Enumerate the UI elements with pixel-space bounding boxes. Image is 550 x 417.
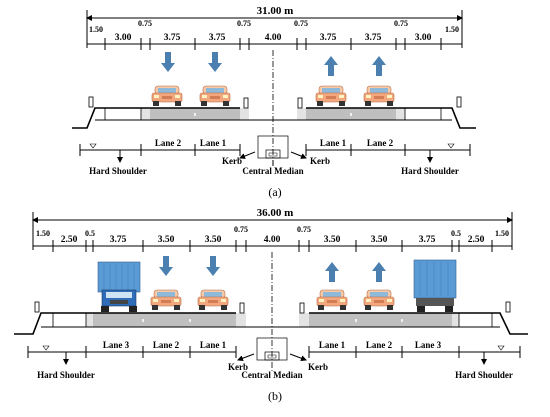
panel-b: 36.00 m 1.50 2.50 0.5 3.75 3.50 3.50 0.7… — [14, 207, 528, 403]
dim-b-5: 3.50 — [205, 235, 222, 245]
dim-b-4: 3.50 — [158, 235, 175, 245]
hard-shoulder-right-a: Hard Shoulder — [401, 166, 459, 176]
dim-ticks-a — [104, 38, 442, 50]
lane-label-b-r2: Lane 2 — [366, 340, 393, 350]
hard-shoulder-right-b: Hard Shoulder — [455, 370, 513, 380]
lane-arrow-icon — [206, 256, 220, 276]
dim-b-7: 4.00 — [264, 235, 281, 245]
truck-icon — [97, 261, 141, 312]
hard-shoulder-left-a: Hard Shoulder — [89, 166, 147, 176]
lane-label-b-l1: Lane 1 — [200, 340, 227, 350]
lane-label-a-r2: Lane 2 — [367, 138, 394, 148]
dim-a-7: 0.75 — [294, 19, 308, 28]
lane-label-b-l2: Lane 2 — [153, 340, 180, 350]
panel-a: 31.00 m 1.50 3.00 0.75 3.75 3.75 0.75 4.… — [72, 5, 476, 199]
dim-b-6: 0.75 — [234, 225, 248, 234]
car-icon — [363, 85, 395, 107]
dim-a-8: 3.75 — [320, 33, 337, 43]
lane-label-a-l2: Lane 2 — [155, 138, 182, 148]
dim-a-12: 1.50 — [445, 25, 459, 34]
dim-b-2: 0.5 — [85, 229, 95, 238]
kerb-left-a: Kerb — [222, 156, 242, 166]
dim-a-3: 3.75 — [164, 33, 181, 43]
dim-a-2: 0.75 — [138, 19, 152, 28]
lane-label-b-r3: Lane 3 — [415, 340, 442, 350]
dim-b-9: 3.50 — [324, 235, 341, 245]
lane-arrow-icon — [159, 256, 173, 276]
dim-b-13: 2.50 — [468, 235, 485, 245]
total-width-b: 36.00 m — [257, 207, 294, 219]
dim-b-1: 2.50 — [61, 235, 78, 245]
lane-arrow-icon — [372, 56, 386, 76]
dim-b-11: 3.75 — [419, 235, 436, 245]
dim-a-4: 3.75 — [209, 33, 226, 43]
car-icon — [315, 85, 347, 107]
car-icon — [199, 85, 231, 107]
lane-arrow-icon — [325, 262, 339, 282]
lane-label-a-l1: Lane 1 — [200, 138, 227, 148]
dim-a-6: 4.00 — [265, 33, 282, 43]
dim-b-8: 0.75 — [297, 225, 311, 234]
dim-b-14: 1.50 — [495, 229, 509, 238]
carriageway-left-b — [93, 313, 236, 327]
dim-ticks-b — [52, 240, 493, 252]
dim-b-12: 0.5 — [451, 229, 461, 238]
dim-a-9: 3.75 — [365, 33, 382, 43]
median-label-a: Central Median — [242, 166, 303, 176]
lane-label-b-r1: Lane 1 — [319, 340, 346, 350]
dim-b-0: 1.50 — [36, 229, 50, 238]
caption-b: (b) — [268, 389, 282, 403]
lane-arrow-icon — [324, 56, 338, 76]
container-truck-icon — [413, 259, 457, 312]
car-icon — [197, 289, 229, 311]
dim-a-10: 0.75 — [394, 19, 408, 28]
median-label-b: Central Median — [241, 370, 302, 380]
carriageway-right-b — [309, 313, 452, 327]
caption-a: (a) — [268, 185, 281, 199]
dim-a-0: 1.50 — [89, 25, 103, 34]
car-icon — [316, 289, 348, 311]
kerb-right-a: Kerb — [310, 156, 330, 166]
car-icon — [363, 289, 395, 311]
lane-arrow-icon — [161, 52, 175, 72]
dim-a-5: 0.75 — [237, 19, 251, 28]
hard-shoulder-left-b: Hard Shoulder — [37, 370, 95, 380]
car-icon — [150, 289, 182, 311]
lane-arrow-icon — [208, 52, 222, 72]
lane-label-a-r1: Lane 1 — [320, 138, 347, 148]
dim-a-1: 3.00 — [115, 33, 132, 43]
car-icon — [151, 85, 183, 107]
kerb-left-b: Kerb — [228, 362, 248, 372]
lane-arrow-icon — [372, 262, 386, 282]
dim-b-3: 3.75 — [110, 235, 127, 245]
dim-a-11: 3.00 — [415, 33, 432, 43]
total-width-a: 31.00 m — [257, 5, 294, 17]
lane-label-b-l3: Lane 3 — [103, 340, 130, 350]
kerb-right-b: Kerb — [308, 362, 328, 372]
dim-b-10: 3.50 — [371, 235, 388, 245]
